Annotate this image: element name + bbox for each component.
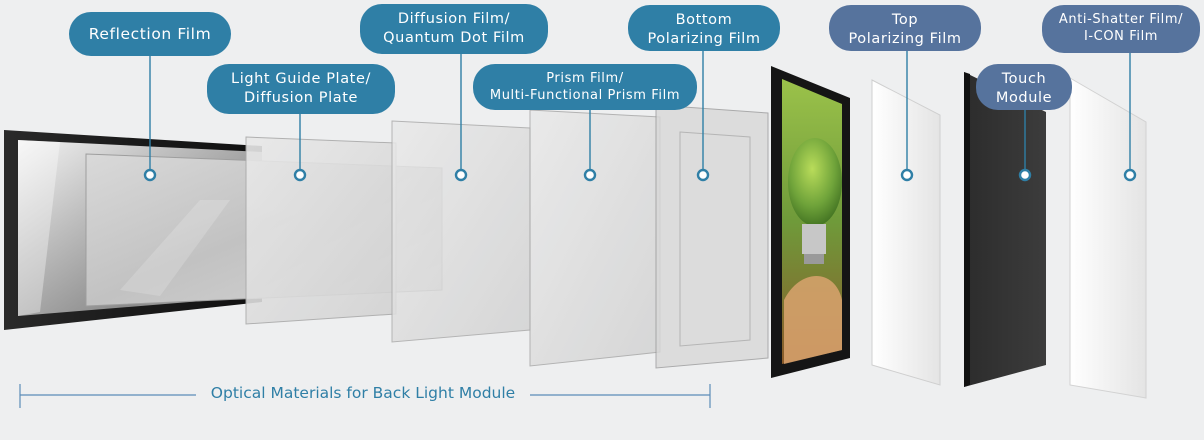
dot-light-guide-plate (293, 168, 307, 182)
label-light-guide-plate: Light Guide Plate/ Diffusion Plate (207, 64, 395, 114)
label-top-polarizing-film: Top Polarizing Film (829, 5, 981, 51)
touch-module-layer (964, 72, 1046, 387)
label-anti-shatter-film: Anti-Shatter Film/ I-CON Film (1042, 5, 1200, 53)
dot-reflection-film (143, 168, 157, 182)
label-bottom-polarizing-film: Bottom Polarizing Film (628, 5, 780, 51)
connector-lines (149, 44, 1131, 172)
connector-dots (143, 168, 1137, 182)
label-line-1: Top (891, 12, 919, 28)
label-reflection-film: Reflection Film (69, 12, 231, 56)
label-line-1: Light Guide Plate/ (231, 71, 371, 87)
label-touch-module: Touch Module (976, 64, 1072, 110)
diffusion-plate-layer (245, 136, 397, 325)
label-line-2: Diffusion Plate (243, 90, 359, 106)
light-bulb-image (788, 138, 842, 226)
dot-top-polarizing-film (900, 168, 914, 182)
dot-prism-film (583, 168, 597, 182)
label-line-2: Quantum Dot Film (383, 30, 525, 46)
label-line-2: Multi-Functional Prism Film (489, 88, 681, 103)
lcd-panel (771, 66, 850, 378)
label-diffusion-film: Diffusion Film/ Quantum Dot Film (360, 4, 548, 54)
label-line-2: Module (995, 90, 1053, 106)
dot-bottom-polarizing-film (696, 168, 710, 182)
bottom-polarizing-film-layer (655, 104, 769, 369)
anti-shatter-film-layer (1069, 77, 1147, 399)
label-line-1: Touch (1001, 71, 1047, 87)
label-text: Reflection Film (88, 25, 212, 43)
dot-diffusion-film (454, 168, 468, 182)
label-line-1: Bottom (675, 12, 733, 28)
dot-touch-module (1018, 168, 1032, 182)
prism-film-layer (529, 109, 661, 367)
label-line-1: Anti-Shatter Film/ (1058, 12, 1184, 27)
label-line-1: Prism Film/ (546, 71, 624, 86)
label-line-2: Polarizing Film (647, 31, 761, 47)
top-polarizing-film-layer (871, 79, 941, 386)
dot-anti-shatter-film (1123, 168, 1137, 182)
label-line-1: Diffusion Film/ (397, 11, 511, 27)
label-line-2: I-CON Film (1083, 29, 1159, 44)
footer-caption: Optical Materials for Back Light Module (196, 384, 530, 402)
label-prism-film: Prism Film/ Multi-Functional Prism Film (473, 64, 697, 110)
label-line-2: Polarizing Film (848, 31, 962, 47)
